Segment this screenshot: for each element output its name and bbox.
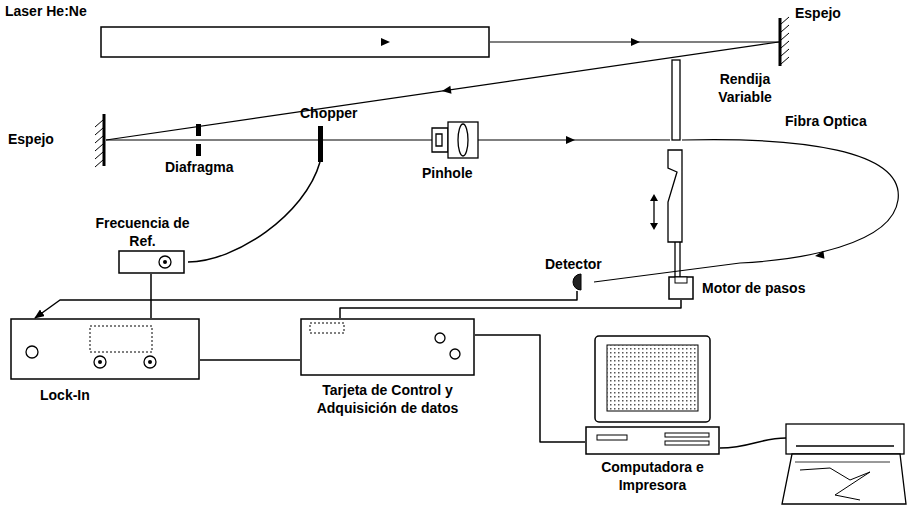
mirror: [780, 17, 789, 66]
signal-cable: [340, 300, 681, 318]
laser-box-outline: [100, 26, 490, 58]
beam-arrow: [631, 38, 640, 46]
laser-box: Laser He:Ne: [5, 2, 490, 58]
reference-box-outline: [118, 250, 185, 274]
device-label: Motor de pasos: [702, 279, 805, 297]
mirror: [95, 114, 104, 167]
chopper-cable: [188, 162, 320, 262]
lock-in-amplifier-shape: [10, 318, 200, 380]
part-label: Espejo: [795, 4, 841, 22]
signal-cable: [475, 335, 585, 442]
daq-card: Tarjeta de Control y Adquisición de dato…: [300, 318, 475, 417]
signal-cable: [35, 291, 577, 318]
part-label: Fibra Optica: [785, 112, 867, 130]
daq-card-shape: [300, 318, 475, 376]
chopper-blade: [318, 126, 323, 162]
detector-shape: [563, 273, 583, 291]
part-label: Pinhole: [422, 164, 473, 182]
device-label: Tarjeta de Control y Adquisición de dato…: [300, 381, 475, 417]
stepper-motor-outline: [668, 276, 694, 300]
part-label: Chopper: [300, 104, 358, 122]
device-label: Detector: [545, 255, 602, 273]
stepper-motor: Motor de pasos: [668, 276, 805, 300]
lock-in-amplifier: Lock-In: [10, 318, 200, 404]
stepper-motor-shape: [668, 276, 694, 300]
laser-box-shape: [100, 26, 490, 58]
optical-fiber: [594, 140, 898, 282]
reference-box: Frecuencia de Ref.: [95, 214, 190, 274]
printer-cable: [720, 438, 786, 448]
pinhole: [432, 122, 478, 158]
diaphragm: [196, 124, 201, 156]
computer: Computadora e Impresora: [585, 335, 720, 494]
part-label: Diafragma: [165, 158, 233, 176]
computer-outline: [585, 335, 720, 455]
computer-shape: [585, 335, 720, 455]
reference-box-shape: [118, 250, 185, 274]
signal-cable: [200, 359, 300, 361]
variable-slit: [668, 60, 682, 277]
beam-arrow: [566, 136, 575, 144]
laser-beam: [106, 139, 670, 140]
detector: Detector: [545, 255, 602, 291]
detector-outline: [563, 273, 583, 291]
signal-cable: [150, 274, 152, 318]
device-label: Laser He:Ne: [5, 2, 87, 20]
lock-in-amplifier-outline: [10, 318, 200, 380]
device-label: Lock-In: [40, 386, 90, 404]
fiber-arrow: [814, 251, 824, 260]
device-label: Computadora e Impresora: [597, 458, 709, 494]
part-label: Rendija Variable: [700, 70, 790, 106]
daq-card-outline: [300, 318, 475, 376]
printer: [782, 424, 906, 504]
motion-arrow: [650, 194, 658, 230]
device-label: Frecuencia de Ref.: [95, 214, 190, 250]
part-label: Espejo: [8, 130, 54, 148]
beam-arrow: [441, 86, 451, 95]
